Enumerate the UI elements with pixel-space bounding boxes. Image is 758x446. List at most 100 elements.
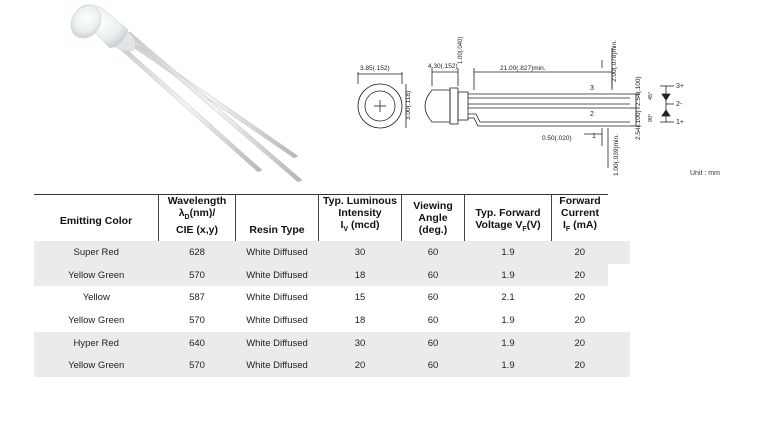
led-product-image	[70, 4, 303, 183]
cell-spacer	[608, 309, 630, 332]
pin1-sign-label: 1+	[676, 119, 684, 126]
dim-bottom-label: 1.00(.039)min.	[613, 134, 620, 176]
cell-voltage: 1.9	[501, 315, 515, 326]
cell-wavelength: 570	[158, 354, 236, 378]
header-emitting-color: Emitting Color	[34, 194, 159, 242]
table-row: Super Red 628 White Diffused 30 60 1.9 2…	[34, 241, 630, 264]
cell-resin: White Diffused	[246, 292, 308, 304]
header-resin-type: Resin Type	[235, 194, 319, 242]
header-wavelength: Wavelength λD(nm)/ CIE (x,y)	[158, 194, 236, 242]
table-row: Yellow Green 570 White Diffused 18 60 1.…	[34, 263, 630, 287]
dim-diameter-label: 3.85(.152)	[360, 65, 390, 72]
cell-angle: 60	[401, 331, 465, 355]
dim-pitch2-label: 2.54(.100)	[635, 110, 642, 140]
pin3-label: 3	[590, 85, 594, 92]
header-luminous-intensity: Typ. Luminous Intensity IV (mcd)	[318, 194, 402, 242]
cell-color: Hyper Red	[34, 331, 159, 355]
cell-wavelength: 570	[158, 263, 236, 287]
cell-resin: White Diffused	[235, 263, 319, 287]
cell-wavelength: 570	[189, 315, 205, 326]
cell-angle: 60	[401, 241, 465, 264]
header-if-sub: F	[565, 226, 571, 234]
header-lum-line2: Intensity	[338, 207, 382, 219]
cell-spacer	[608, 286, 630, 309]
header-if-line1: Forward	[559, 195, 601, 207]
cell-angle: 60	[401, 354, 465, 378]
cell-angle: 60	[401, 263, 465, 287]
header-lum-symbol: I	[340, 219, 344, 231]
table-row: Hyper Red 640 White Diffused 30 60 1.9 2…	[34, 331, 630, 355]
header-if-unit: (mA)	[570, 219, 598, 231]
header-if-symbol: I	[562, 219, 566, 231]
angle-label: 45°	[648, 92, 654, 100]
cell-intensity: 30	[318, 241, 402, 264]
cell-wavelength: 628	[158, 241, 236, 264]
cell-voltage: 1.9	[464, 241, 552, 264]
cell-wavelength: 587	[189, 292, 205, 304]
cell-spacer	[608, 331, 630, 355]
spec-table: Emitting Color Wavelength λD(nm)/ CIE (x…	[34, 194, 630, 378]
table-header-row: Emitting Color Wavelength λD(nm)/ CIE (x…	[34, 194, 630, 242]
header-if-line2: Current	[561, 207, 599, 219]
header-spacer	[608, 195, 630, 242]
header-vf-unit: (V)	[526, 219, 541, 231]
dim-lead-width-label: 0.50(.020)	[542, 135, 572, 142]
header-view-line3: (deg.)	[418, 224, 448, 237]
cell-voltage: 1.9	[464, 354, 552, 378]
cell-color: Yellow Green	[68, 315, 125, 326]
cell-resin: White Diffused	[235, 354, 319, 378]
table-row: Yellow Green 570 White Diffused 20 60 1.…	[34, 354, 630, 378]
dim-lead-label: 21.00(.827)min.	[500, 65, 546, 72]
table-row: Yellow Green 570 White Diffused 18 60 1.…	[34, 309, 630, 332]
cell-color: Super Red	[34, 241, 159, 264]
header-lum-sub: V	[343, 226, 349, 234]
header-forward-voltage: Typ. Forward Voltage VF(V)	[464, 194, 552, 242]
cell-resin: White Diffused	[246, 315, 308, 326]
cell-intensity: 18	[354, 315, 366, 326]
header-wavelength-symbol: λ	[178, 207, 185, 219]
dimension-drawing: 3.85(.152) 4.30(.152) 1.00(.040) 21.00(.…	[357, 37, 684, 176]
cell-resin: White Diffused	[235, 331, 319, 355]
dim-flange-label: 1.00(.040)	[458, 37, 464, 64]
header-vf-sub: F	[522, 226, 527, 234]
cell-wavelength: 640	[158, 331, 236, 355]
cell-intensity: 30	[318, 331, 402, 355]
cell-color: Yellow Green	[34, 354, 159, 378]
cell-spacer	[608, 264, 630, 287]
cell-voltage: 2.1	[501, 292, 515, 304]
header-lum-unit: (mcd)	[348, 219, 380, 231]
header-wavelength-line1: Wavelength	[167, 195, 227, 207]
pin1-label: 1	[592, 133, 596, 140]
cell-spacer	[608, 241, 630, 264]
header-lum-line1: Typ. Luminous	[323, 195, 397, 207]
header-wavelength-line3: CIE (x,y)	[175, 224, 218, 237]
unit-label: Unit : mm	[690, 170, 720, 177]
angle2-label: 90°	[648, 114, 654, 122]
cell-color: Yellow Green	[34, 263, 159, 287]
pin2-sign-label: 2-	[676, 101, 683, 108]
cell-current: 20	[551, 331, 608, 355]
cell-intensity: 20	[318, 354, 402, 378]
header-vf-line1: Typ. Forward	[475, 207, 541, 219]
dim-pitch1-label: 2.54(.100)	[635, 76, 642, 106]
cell-current: 20	[551, 263, 608, 287]
header-forward-current: Forward Current IF (mA)	[551, 194, 608, 242]
dim-height-label: 3.00(.118)	[405, 91, 412, 120]
dim-top-label: 2.00(.078)min.	[611, 40, 618, 82]
cell-angle: 60	[427, 292, 439, 304]
header-view-line1: Viewing	[413, 200, 453, 213]
cell-color: Yellow	[82, 292, 110, 304]
pin2-label: 2	[590, 111, 594, 118]
pin3-sign-label: 3+	[676, 83, 684, 90]
header-viewing-angle: Viewing Angle (deg.)	[401, 194, 465, 242]
cell-angle: 60	[427, 315, 439, 326]
cell-voltage: 1.9	[464, 263, 552, 287]
dim-body-label: 4.30(.152)	[428, 63, 458, 70]
cell-current: 20	[551, 354, 608, 378]
cell-voltage: 1.9	[464, 331, 552, 355]
header-wavelength-sub: D	[184, 214, 190, 222]
header-view-line2: Angle	[418, 212, 448, 225]
cell-current: 20	[574, 292, 586, 304]
cell-current: 20	[551, 241, 608, 264]
cell-resin: White Diffused	[235, 241, 319, 264]
